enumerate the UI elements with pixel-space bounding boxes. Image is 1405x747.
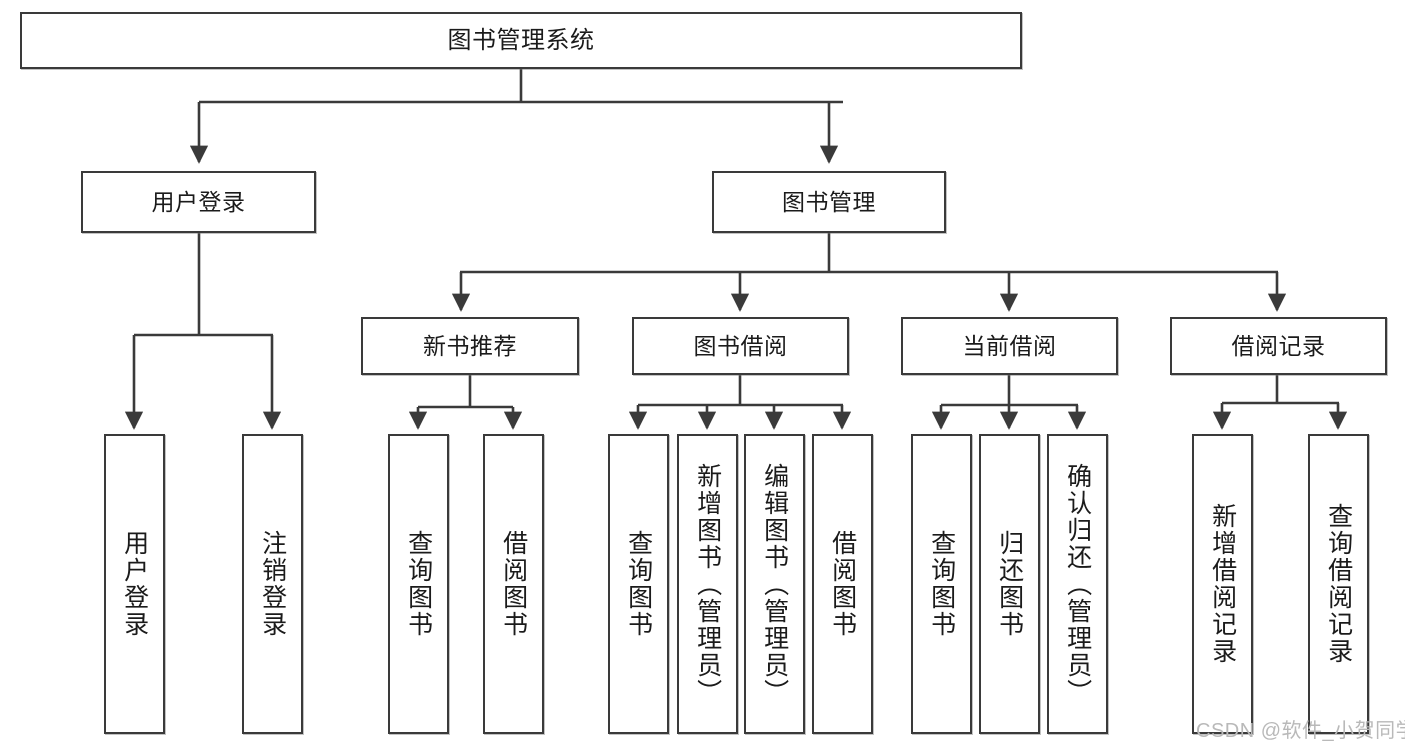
node-user-login[interactable]: 用户登录 (81, 171, 316, 233)
node-label: 借阅图书 (499, 530, 528, 638)
leaf-new-book-query-book[interactable]: 查询图书 (388, 434, 449, 734)
node-label: 用户登录 (120, 530, 149, 638)
node-label: 图书借阅 (693, 332, 788, 359)
node-label: 用户登录 (151, 188, 246, 215)
leaf-current-borrow-return-book[interactable]: 归还图书 (979, 434, 1040, 734)
node-label: 确认归还（管理员） (1063, 462, 1092, 706)
node-label: 新书推荐 (423, 332, 517, 359)
node-root-book-management-system[interactable]: 图书管理系统 (20, 12, 1022, 69)
node-label: 注销登录 (258, 530, 287, 638)
leaf-current-borrow-query-book[interactable]: 查询图书 (911, 434, 972, 734)
leaf-new-book-borrow-book[interactable]: 借阅图书 (483, 434, 544, 734)
csdn-watermark: CSDN @软件_小贺同学 (1196, 720, 1405, 742)
leaf-borrow-record-query-record[interactable]: 查询借阅记录 (1308, 434, 1369, 734)
leaf-book-borrow-query-book[interactable]: 查询图书 (608, 434, 669, 734)
node-new-book-recommend[interactable]: 新书推荐 (361, 317, 579, 375)
leaf-user-login-logout[interactable]: 注销登录 (242, 434, 303, 734)
node-label: 编辑图书（管理员） (760, 462, 789, 706)
leaf-book-borrow-borrow-book[interactable]: 借阅图书 (812, 434, 873, 734)
node-label: 查询图书 (404, 530, 433, 638)
node-book-management[interactable]: 图书管理 (712, 171, 946, 233)
node-label: 借阅记录 (1231, 332, 1326, 359)
leaf-user-login-login[interactable]: 用户登录 (104, 434, 165, 734)
node-label: 新增借阅记录 (1208, 503, 1237, 665)
node-label: 当前借阅 (962, 332, 1057, 359)
node-borrow-record[interactable]: 借阅记录 (1170, 317, 1387, 375)
leaf-book-borrow-add-book-admin[interactable]: 新增图书（管理员） (677, 434, 738, 734)
node-label: 借阅图书 (828, 530, 857, 638)
node-label: 查询借阅记录 (1324, 503, 1353, 665)
node-label: 归还图书 (995, 530, 1024, 638)
leaf-book-borrow-edit-book-admin[interactable]: 编辑图书（管理员） (744, 434, 805, 734)
node-current-borrow[interactable]: 当前借阅 (901, 317, 1118, 375)
node-label: 图书管理系统 (447, 26, 595, 54)
leaf-borrow-record-add-record[interactable]: 新增借阅记录 (1192, 434, 1253, 734)
leaf-current-borrow-confirm-return-admin[interactable]: 确认归还（管理员） (1047, 434, 1108, 734)
node-book-borrow[interactable]: 图书借阅 (632, 317, 849, 375)
node-label: 查询图书 (624, 530, 653, 638)
node-label: 图书管理 (782, 188, 876, 215)
node-label: 查询图书 (927, 530, 956, 638)
node-label: 新增图书（管理员） (693, 462, 722, 706)
